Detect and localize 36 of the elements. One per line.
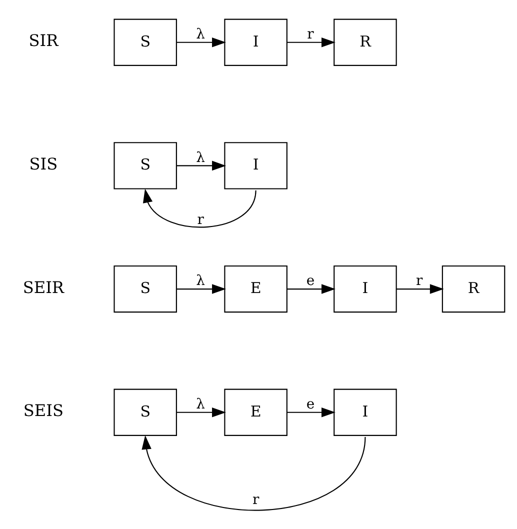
edge-label: e bbox=[306, 272, 315, 289]
arrow bbox=[176, 407, 226, 417]
edge-label: λ bbox=[196, 272, 206, 289]
node-box: S bbox=[114, 264, 177, 312]
node-box: R bbox=[442, 264, 506, 312]
edge-label: r bbox=[197, 212, 204, 228]
edge-label: r bbox=[416, 272, 423, 289]
node-box: I bbox=[334, 388, 397, 436]
arrow bbox=[176, 160, 226, 170]
arrow bbox=[176, 36, 226, 47]
edge-label: e bbox=[306, 396, 315, 412]
node-box: E bbox=[224, 388, 288, 436]
label: SIS bbox=[29, 154, 58, 173]
arrow bbox=[142, 434, 366, 510]
edge-label: r bbox=[252, 491, 260, 508]
node-box: R bbox=[334, 18, 397, 66]
node-box: I bbox=[334, 264, 397, 312]
node-box: E bbox=[224, 264, 288, 312]
arrow bbox=[176, 284, 226, 294]
label: SIR bbox=[28, 30, 58, 50]
edge-label: r bbox=[307, 26, 314, 42]
edge-label: λ bbox=[196, 149, 206, 166]
node-box: S bbox=[114, 142, 177, 189]
node-box: I bbox=[224, 18, 288, 66]
arrow bbox=[287, 36, 336, 47]
node-box: S bbox=[114, 388, 177, 436]
label: SEIR bbox=[22, 277, 64, 296]
arrow bbox=[396, 284, 444, 294]
node-box: I bbox=[224, 142, 288, 189]
edge-label: λ bbox=[196, 26, 206, 42]
label: SEIS bbox=[23, 400, 64, 420]
node-box: S bbox=[114, 18, 177, 66]
arrow bbox=[287, 284, 336, 294]
arrow bbox=[287, 407, 336, 417]
edge-label: λ bbox=[196, 396, 206, 412]
arrow bbox=[142, 188, 256, 228]
